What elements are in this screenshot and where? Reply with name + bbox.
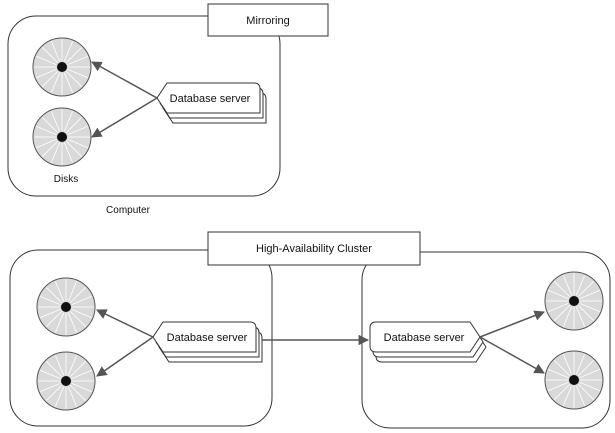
disk-spoke xyxy=(35,138,57,149)
disk-spoke xyxy=(71,308,93,319)
arrow-to-top-disk xyxy=(91,61,158,99)
disk-spoke xyxy=(575,353,586,375)
disk-spoke xyxy=(562,306,573,328)
cluster-disk-left-bottom xyxy=(36,351,96,411)
disk-spoke xyxy=(67,68,89,79)
disk-spoke xyxy=(45,286,63,304)
disk-spoke xyxy=(54,312,65,334)
disk-spoke xyxy=(577,359,595,377)
disk-spoke xyxy=(67,125,89,136)
mirroring-title-box: Mirroring xyxy=(207,3,329,37)
disk-spoke xyxy=(63,110,74,132)
disk-spoke xyxy=(41,140,59,158)
disk-spoke xyxy=(553,280,571,298)
arrow-to-bottom-disk xyxy=(91,97,158,138)
disk-spoke xyxy=(547,289,569,300)
disk-spoke xyxy=(39,369,61,380)
disk-spoke xyxy=(71,369,93,380)
disk-spoke xyxy=(562,274,573,296)
disk-spoke xyxy=(35,68,57,79)
cluster-disk-left-top xyxy=(36,277,96,337)
disk-spoke xyxy=(579,368,601,379)
disk-spoke xyxy=(67,354,78,376)
disk-spoke xyxy=(69,286,87,304)
cluster-title-box: High-Availability Cluster xyxy=(207,231,421,266)
cluster-arrow-left-to-bottom-disk xyxy=(96,336,154,377)
disk-spoke xyxy=(45,384,63,402)
disk-spoke xyxy=(63,40,74,62)
disk-spoke xyxy=(67,280,78,302)
cluster-right-database-server: Database server xyxy=(369,321,487,363)
disk-spoke xyxy=(553,359,571,377)
disk-top-left xyxy=(32,37,92,97)
disk-spoke xyxy=(63,142,74,164)
disk-spoke xyxy=(577,280,595,298)
disk-spoke xyxy=(71,382,93,393)
disk-bottom-left xyxy=(32,107,92,167)
cluster-arrow-right-to-bottom-disk xyxy=(479,336,545,374)
cluster-title: High-Availability Cluster xyxy=(256,243,372,255)
cluster-disk-right-top xyxy=(544,271,604,331)
disk-spoke xyxy=(579,381,601,392)
disk-spoke xyxy=(577,383,595,401)
disk-spoke xyxy=(67,55,89,66)
disk-spoke xyxy=(562,385,573,407)
mirroring-database-server: Database server xyxy=(156,82,267,124)
cluster-arrow-right-to-top-disk xyxy=(479,310,545,338)
disk-spoke xyxy=(69,310,87,328)
cluster-disk-right-bottom xyxy=(544,350,604,410)
disk-spoke xyxy=(547,368,569,379)
disk-spoke xyxy=(45,360,63,378)
disk-spoke xyxy=(39,295,61,306)
disk-spoke xyxy=(54,280,65,302)
disk-spoke xyxy=(54,386,65,408)
cluster-left-database-server: Database server xyxy=(152,321,263,363)
cluster-arrow-left-to-top-disk xyxy=(96,309,154,338)
disk-spoke xyxy=(39,308,61,319)
disk-spoke xyxy=(39,382,61,393)
disk-spoke xyxy=(65,70,83,88)
disk-spoke xyxy=(63,72,74,94)
cluster-right-server-label: Database server xyxy=(384,332,465,344)
disk-spoke xyxy=(579,302,601,313)
disk-spoke xyxy=(67,312,78,334)
disk-spoke xyxy=(65,46,83,64)
mirroring-server-label: Database server xyxy=(170,93,251,105)
mirroring-section: Mirroring Disks Database server Computer xyxy=(7,3,329,216)
disk-spoke xyxy=(50,40,61,62)
disk-spoke xyxy=(41,116,59,134)
disks-label: Disks xyxy=(54,174,78,185)
disk-spoke xyxy=(575,274,586,296)
disk-spoke xyxy=(577,304,595,322)
disk-spoke xyxy=(41,70,59,88)
computer-label: Computer xyxy=(106,205,151,216)
disk-spoke xyxy=(69,360,87,378)
disk-spoke xyxy=(50,72,61,94)
cluster-left-server-label: Database server xyxy=(167,332,248,344)
mirroring-title: Mirroring xyxy=(246,15,289,27)
disk-spoke xyxy=(575,306,586,328)
disk-spoke xyxy=(71,295,93,306)
disk-spoke xyxy=(579,289,601,300)
disk-spoke xyxy=(575,385,586,407)
disk-spoke xyxy=(35,55,57,66)
disk-spoke xyxy=(50,142,61,164)
disk-spoke xyxy=(553,383,571,401)
disk-spoke xyxy=(547,381,569,392)
cluster-section: High-Availability Cluster Database serve… xyxy=(9,231,611,429)
disk-spoke xyxy=(562,353,573,375)
disk-spoke xyxy=(35,125,57,136)
disk-spoke xyxy=(65,116,83,134)
disk-spoke xyxy=(547,302,569,313)
disk-spoke xyxy=(67,138,89,149)
disk-spoke xyxy=(50,110,61,132)
disk-spoke xyxy=(54,354,65,376)
disk-spoke xyxy=(65,140,83,158)
disk-spoke xyxy=(45,310,63,328)
disk-spoke xyxy=(69,384,87,402)
disk-spoke xyxy=(553,304,571,322)
disk-spoke xyxy=(67,386,78,408)
disk-spoke xyxy=(41,46,59,64)
